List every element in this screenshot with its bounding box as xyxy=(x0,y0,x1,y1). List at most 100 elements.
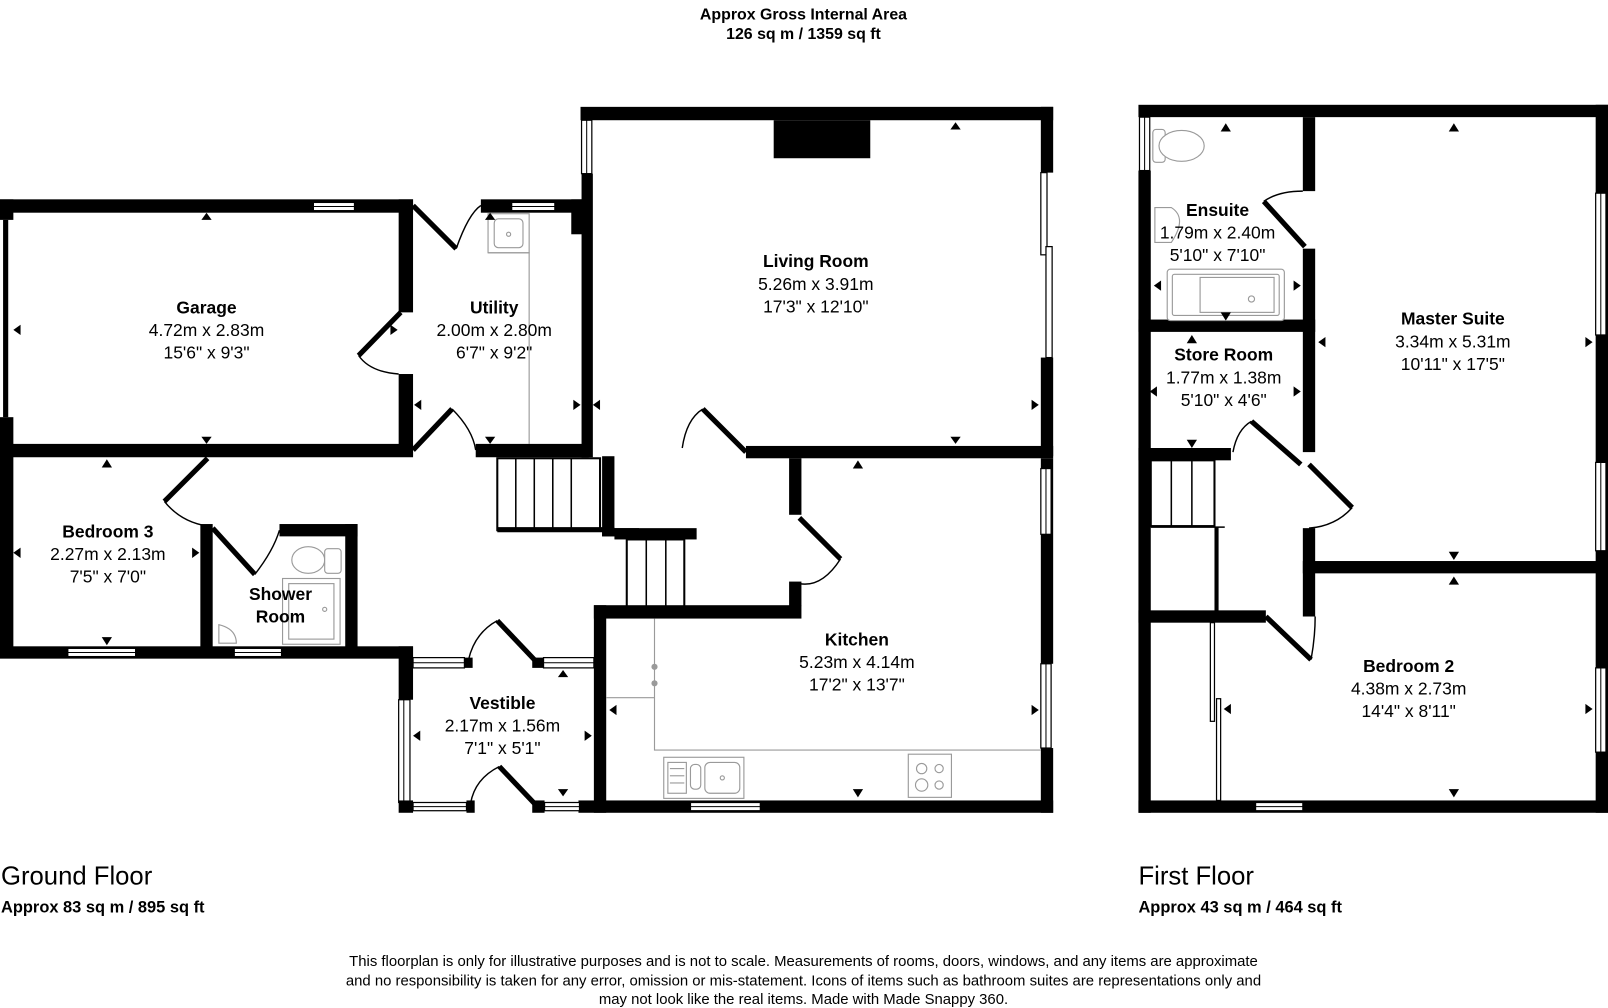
door-swing xyxy=(357,355,399,375)
room-name-ensuite: Ensuite xyxy=(1186,200,1249,220)
room-metric-store-room: 1.77m x 1.38m xyxy=(1166,367,1281,387)
wall-segment xyxy=(571,199,584,235)
door xyxy=(210,526,257,577)
door xyxy=(162,456,210,504)
worktop-outline xyxy=(653,618,1041,751)
first-floor-area: Approx 43 sq m / 464 sq ft xyxy=(1138,898,1342,916)
room-imperial-utility: 6'7" x 9'2" xyxy=(456,343,532,363)
room-imperial-store-room: 5'10" x 4'6" xyxy=(1181,390,1267,410)
room-metric-vestible: 2.17m x 1.56m xyxy=(445,716,560,736)
garage-bottom-wall xyxy=(0,443,414,458)
room-metric-bedroom3: 2.27m x 2.13m xyxy=(50,544,165,564)
store-bottom-wall xyxy=(1138,448,1231,461)
door-swing xyxy=(163,500,208,527)
ground-floor-area: Approx 83 sq m / 895 sq ft xyxy=(1,898,205,916)
kitchen-bottom-wall xyxy=(578,800,1054,813)
master-bottom-wall xyxy=(1302,561,1608,574)
partition xyxy=(1214,527,1219,618)
stair-wall xyxy=(602,456,615,537)
stair-wall xyxy=(614,528,697,540)
room-name-bedroom3: Bedroom 3 xyxy=(62,521,153,541)
door xyxy=(411,203,459,251)
garage-door-wall xyxy=(3,219,9,418)
shower-room-top-wall xyxy=(279,524,358,537)
door-jamb xyxy=(466,800,475,813)
room-imperial-bedroom3: 7'5" x 7'0" xyxy=(70,567,146,587)
door-jamb xyxy=(532,800,545,813)
utility-bottom-wall xyxy=(475,443,589,458)
room-name-shower-room-line2: Room xyxy=(256,607,305,627)
measurement-arrows-first xyxy=(1149,123,1593,798)
ensuite-right-wall xyxy=(1302,117,1316,192)
bedroom3-left-wall xyxy=(0,443,14,658)
door-swing xyxy=(469,765,500,804)
garage-top-wall xyxy=(0,199,414,213)
room-imperial-ensuite: 5'10" x 7'10" xyxy=(1170,245,1266,265)
door xyxy=(797,516,843,561)
room-name-kitchen: Kitchen xyxy=(825,629,889,649)
staircase xyxy=(1149,459,1216,528)
garage-right-wall xyxy=(398,374,414,457)
first-floor-title: First Floor xyxy=(1138,863,1254,891)
basin-icon xyxy=(1154,206,1181,244)
door-swing xyxy=(254,529,281,575)
room-metric-living-room: 5.26m x 3.91m xyxy=(758,274,873,294)
room-imperial-bedroom2: 14'4" x 8'11" xyxy=(1361,701,1455,721)
room-metric-utility: 2.00m x 2.80m xyxy=(436,320,551,340)
shower-room-right-wall xyxy=(345,524,358,656)
header-total-area: 126 sq m / 1359 sq ft xyxy=(726,26,881,43)
door xyxy=(411,407,454,452)
basin-icon xyxy=(218,624,237,644)
first-floor-top-wall xyxy=(1138,104,1608,118)
living-room-bottom-wall xyxy=(745,445,1054,459)
door xyxy=(495,618,539,664)
door xyxy=(1307,462,1354,510)
sliding-door xyxy=(1215,698,1222,802)
door xyxy=(700,407,748,454)
room-name-garage: Garage xyxy=(176,297,236,317)
door-swing xyxy=(467,619,498,660)
ground-floor-title: Ground Floor xyxy=(1,863,153,891)
ground-floor-plan: Garage 4.72m x 2.83m 15'6" x 9'3" Utilit… xyxy=(0,106,1054,813)
shower-tray-icon xyxy=(281,577,341,645)
room-name-vestible: Vestible xyxy=(469,693,535,713)
door-swing xyxy=(1310,616,1316,660)
toilet-icon xyxy=(1152,128,1205,163)
door-swing xyxy=(1308,507,1353,529)
living-room-left-wall xyxy=(581,173,593,458)
toilet-icon xyxy=(291,546,342,574)
door xyxy=(356,310,403,358)
wall-segment xyxy=(1040,357,1054,457)
appliance-knob xyxy=(651,680,658,687)
wall-segment xyxy=(1040,106,1054,173)
sliding-door xyxy=(1209,622,1216,722)
kitchen-sink-icon xyxy=(663,756,745,799)
kitchen-left-wall xyxy=(789,458,802,515)
front-door xyxy=(497,764,541,810)
room-imperial-garage: 15'6" x 9'3" xyxy=(164,343,250,363)
first-floor-left-wall xyxy=(1138,170,1151,813)
room-metric-bedroom2: 4.38m x 2.73m xyxy=(1351,679,1466,699)
door xyxy=(1261,199,1307,249)
garage-right-wall xyxy=(398,199,414,313)
wall-segment xyxy=(1040,748,1054,813)
hob-icon xyxy=(907,753,953,798)
door-swing xyxy=(1232,420,1252,453)
stair-edge xyxy=(497,527,615,533)
window xyxy=(1045,245,1053,359)
first-floor-bottom-wall xyxy=(1138,800,1608,813)
door xyxy=(1264,614,1313,662)
door-jamb xyxy=(532,657,544,668)
room-name-bedroom2: Bedroom 2 xyxy=(1363,656,1454,676)
kitchen-left-wall xyxy=(593,605,607,813)
wall-segment xyxy=(398,800,414,813)
staircase xyxy=(496,457,602,532)
kitchen-top-left-wall xyxy=(593,605,802,619)
vestible-left-wall xyxy=(398,646,414,700)
room-imperial-vestible: 7'1" x 5'1" xyxy=(464,738,540,758)
measurement-arrows-ground xyxy=(13,122,1039,798)
wall-segment xyxy=(789,581,802,607)
sink-drain xyxy=(505,231,512,237)
disclaimer-line2: and no responsibility is taken for any e… xyxy=(346,973,1261,989)
door-swing xyxy=(681,408,704,449)
